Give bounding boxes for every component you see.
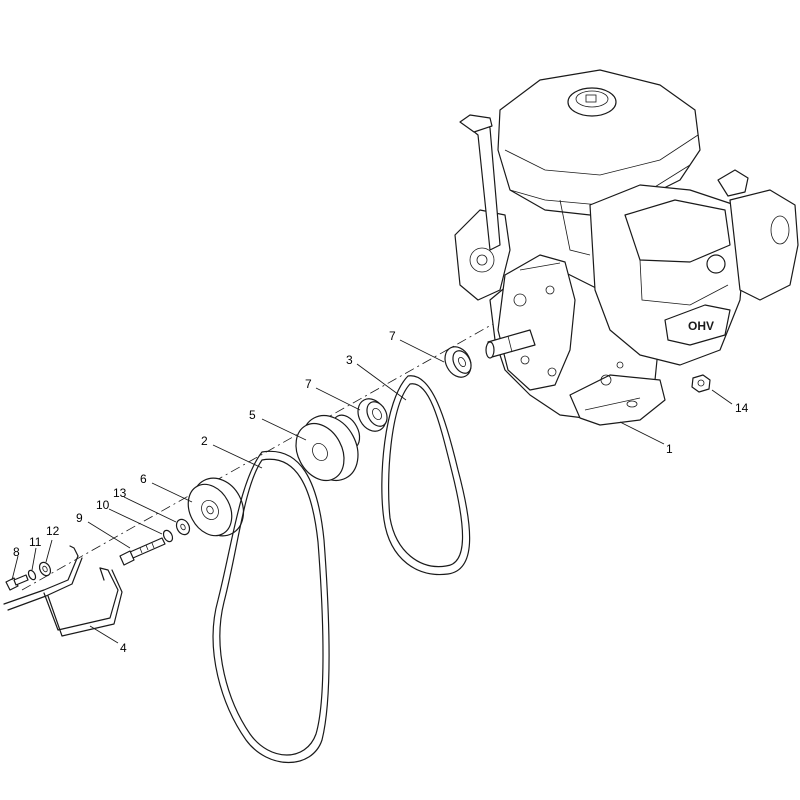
part-12-washer [38, 561, 52, 577]
engine: OHV [454, 69, 799, 426]
callout-3: 3 [346, 353, 353, 367]
callout-1: 1 [666, 442, 673, 456]
callout-5: 5 [249, 408, 256, 422]
part-10-lockwasher [162, 529, 174, 543]
part-4-belt-guide [3, 545, 123, 637]
callout-4: 4 [120, 641, 127, 655]
callout-14: 14 [735, 401, 749, 415]
leader-lines [11, 339, 733, 644]
part-9-bolt [119, 537, 166, 566]
callout-7-lower: 7 [305, 377, 312, 391]
callout-10: 10 [96, 498, 110, 512]
callout-11: 11 [29, 535, 42, 549]
part-7-spacer-upper [444, 346, 472, 378]
callout-7-upper: 7 [389, 329, 396, 343]
callout-6: 6 [140, 472, 147, 486]
callout-9: 9 [76, 511, 83, 525]
part-7-spacer-lower [357, 398, 388, 432]
part-11-lockwasher [27, 569, 37, 581]
part-13-washer [175, 518, 191, 536]
part-8-bolt [5, 574, 29, 591]
callout-12: 12 [46, 524, 60, 538]
callout-2: 2 [201, 434, 208, 448]
callout-13: 13 [113, 486, 127, 500]
callouts: 1 2 3 4 5 6 7 7 8 9 10 11 12 13 14 [13, 329, 749, 655]
assembly-centerline [21, 319, 501, 591]
callout-8: 8 [13, 545, 20, 559]
part-5-pulley [295, 414, 361, 482]
engine-badge-text: OHV [688, 319, 714, 333]
part-6-pulley [187, 477, 245, 537]
part-14-nut [691, 374, 711, 393]
part-2-belt [212, 450, 330, 763]
part-3-belt [381, 375, 471, 576]
